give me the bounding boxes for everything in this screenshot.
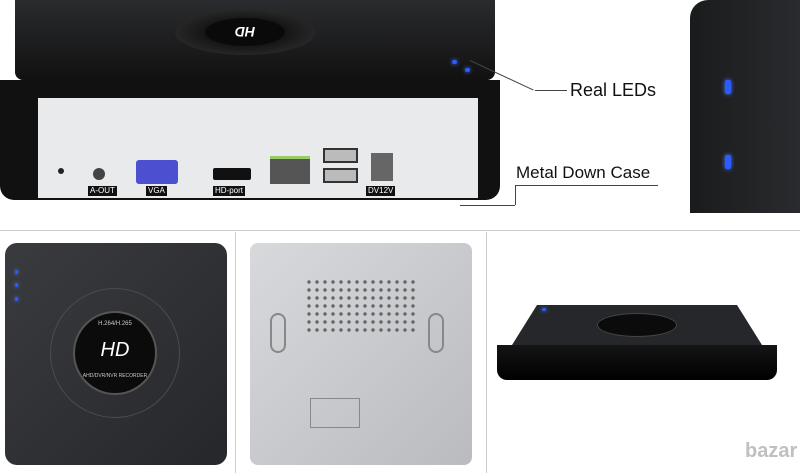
vga-port [136, 160, 178, 184]
led-icon [15, 297, 18, 301]
led-icon [15, 270, 18, 274]
usb-port [323, 168, 358, 183]
ethernet-port [270, 156, 310, 184]
rear-view-photo: HD A-OUT VGA HD-port DV12V [0, 0, 500, 215]
badge-hd: HD [100, 339, 130, 361]
callout-metal-case: Metal Down Case [516, 163, 651, 182]
port-label-aout: A-OUT [88, 186, 117, 196]
badge-ring-top: H.264/H.265 [98, 321, 132, 327]
led-icon [465, 68, 470, 72]
top-view-photo: H.264/H.265 HD AHD/DVR/NVR RECORDER [5, 243, 227, 465]
port-label-power: DV12V [366, 186, 396, 196]
led-icon [542, 308, 546, 311]
usb-port [323, 148, 358, 163]
port-label-hdmi: HD-port [213, 186, 246, 196]
watermark: bazar [745, 440, 798, 462]
rear-panel: A-OUT VGA HD-port DV12V [38, 98, 478, 198]
led-icon [15, 283, 18, 287]
hd-badge: H.264/H.265 HD AHD/DVR/NVR RECORDER [73, 311, 157, 395]
badge-ring-bottom: AHD/DVR/NVR RECORDER [82, 373, 148, 379]
callout-real-leds: Real LEDs [570, 80, 657, 100]
led-icon [452, 60, 457, 64]
power-port [371, 153, 393, 181]
hdmi-port [213, 168, 251, 180]
top-hd-logo: HD [205, 18, 285, 46]
led-icon [725, 155, 731, 169]
led-icon [725, 80, 731, 94]
bottom-view-photo [250, 243, 472, 465]
led-closeup-photo [690, 0, 800, 213]
port-label-vga: VGA [146, 186, 167, 196]
angled-view-photo [497, 305, 777, 385]
